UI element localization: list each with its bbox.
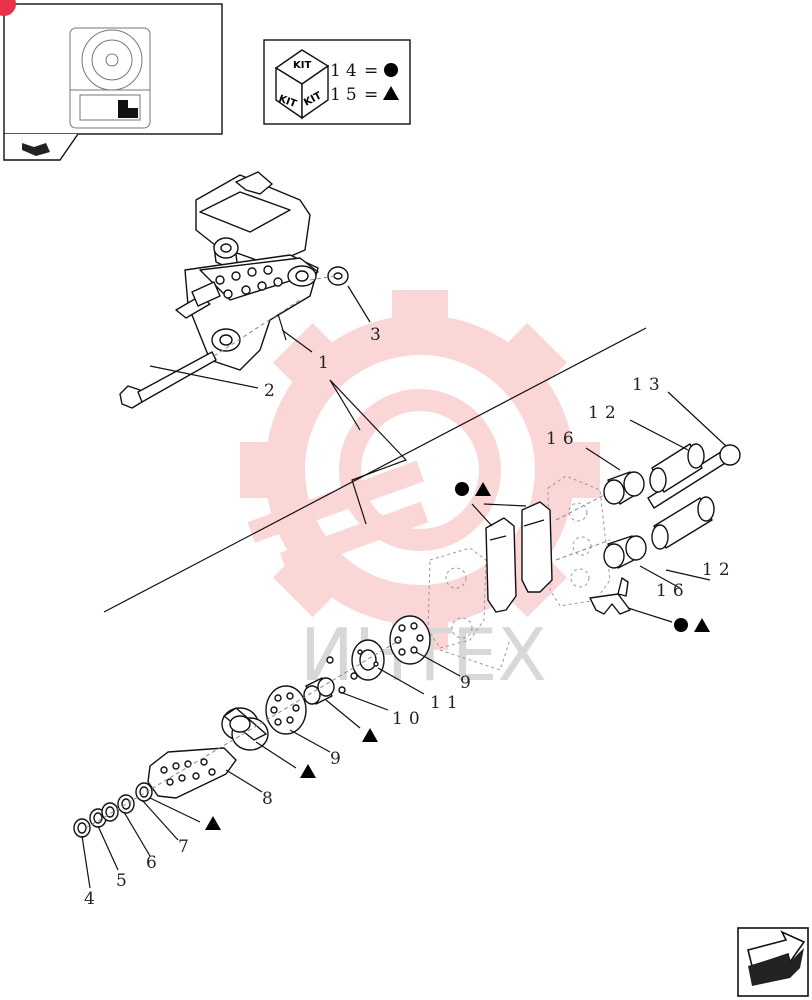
legend-row-2-equals: = [364,85,383,105]
kit-triangle-marker-2 [694,618,710,632]
callout-10: 10 [392,709,426,729]
divider-line [103,327,647,613]
callout-1: 1 [318,353,335,373]
kit-cube-icon: KIT KIT KIT [274,49,330,120]
triangle-symbol [383,86,399,100]
thumbnail-machine [69,27,151,129]
kit-circle-marker-1 [455,482,469,496]
brake-pads [485,501,553,613]
callout-6: 6 [146,853,163,873]
caliper-housing [427,475,611,671]
sleeve-12-upper [649,443,705,493]
kit-triangle-marker-3 [362,728,378,742]
callout-9-lower: 9 [330,749,347,769]
spacer-11 [351,639,385,681]
bushing-16-lower [603,535,647,569]
kit-triangle-marker-4 [300,764,316,778]
kit-circle-marker-2 [674,618,688,632]
callout-16-upper: 16 [546,429,580,449]
arrow-icon [747,930,806,986]
callout-8: 8 [262,789,279,809]
washer-6 [117,794,135,814]
watermark-gear [240,290,600,650]
legend-row-1-equals: = [364,61,383,81]
kit-legend: KIT KIT KIT 14 = 15 = [263,39,411,125]
washer-5 [89,808,107,828]
legend-row-1-number: 14 [330,61,362,81]
lever-plate-8 [147,747,237,799]
thumbnail-panel[interactable] [0,0,223,161]
cup-piston-8a [221,707,269,751]
piston-plate-9-lower [265,685,307,735]
callout-7: 7 [178,837,195,857]
seal-7 [135,782,153,802]
circle-symbol [384,63,398,77]
thumbnail-highlight [118,100,138,118]
bolt-2 [119,351,217,409]
callout-5: 5 [116,871,133,891]
piston-plate-9-upper [389,615,431,665]
bushing-16-upper [603,471,645,505]
sleeve-12-lower [651,496,715,550]
kit-triangle-marker-5 [205,816,221,830]
bolt-13 [647,444,741,509]
callout-13: 13 [632,375,666,395]
callout-9-upper: 9 [460,673,477,693]
corner-badge [0,0,16,16]
callout-3: 3 [370,325,387,345]
callout-16-lower: 16 [656,581,690,601]
svg-text:KIT: KIT [293,60,311,71]
nut-4 [73,818,91,838]
next-page-button[interactable] [737,927,809,997]
kit-triangle-marker-1 [475,482,491,496]
callout-11: 11 [430,693,464,713]
clip-14 [589,577,631,615]
bracket-assembly [175,171,319,371]
callout-12-lower: 12 [702,560,736,580]
callout-2: 2 [264,381,281,401]
legend-row-2-number: 15 [330,85,362,105]
book-icon [22,143,50,156]
callout-4: 4 [84,889,101,909]
callout-12-upper: 12 [588,403,622,423]
